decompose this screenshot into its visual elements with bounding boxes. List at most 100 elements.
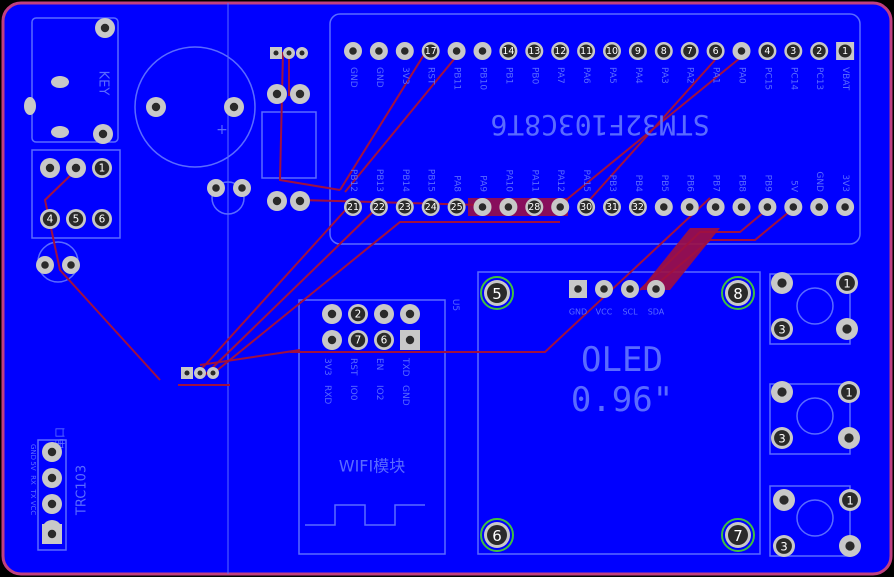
mount-drill <box>728 525 748 545</box>
pad-number: 12 <box>554 46 566 57</box>
mcu-top-pin: 1 <box>836 42 855 60</box>
ic-pin: 6 <box>92 209 112 229</box>
pad-hole <box>350 332 366 348</box>
pad-hole <box>779 495 789 505</box>
oled-pin <box>595 280 613 298</box>
button-pin <box>771 381 793 403</box>
pad-number: 23 <box>399 202 411 213</box>
pad-number: 3 <box>780 540 787 554</box>
pad-hole <box>605 200 619 214</box>
pad-number: 10 <box>606 46 618 57</box>
pad-hole <box>350 306 366 322</box>
pad-hole <box>151 102 161 112</box>
oled-title: OLED <box>581 340 663 380</box>
pad-number: 1 <box>842 46 848 57</box>
crystal-pin <box>267 84 287 104</box>
reset-header-pin <box>270 47 282 59</box>
pad-hole <box>94 160 110 176</box>
mcu-bottom-pin-label: PB7 <box>711 175 721 192</box>
ldo-pin <box>207 367 219 379</box>
mcu-bottom-pin <box>810 198 829 216</box>
mcu-top-pin <box>447 42 466 60</box>
mcu-top-pin-label: PC15 <box>762 67 772 90</box>
pad-hole <box>760 44 774 58</box>
pad-hole <box>452 47 461 55</box>
mcu-top-pin-label: PC13 <box>814 67 824 90</box>
oled-size: 0.96" <box>571 380 673 420</box>
ic-pin-1: 1 <box>92 158 112 178</box>
mcu-bottom-pin-label: PB12 <box>348 169 358 192</box>
mcu-top-pin-label: PA2 <box>685 67 695 84</box>
serial-outline <box>37 439 67 551</box>
mcu-top-pin: 7 <box>680 42 699 60</box>
pad-hole <box>605 44 619 58</box>
buzzer-pin <box>146 97 166 117</box>
mcu-top-pin-label: GND <box>374 67 384 88</box>
mount-hole: 8 <box>721 276 755 310</box>
pad-number: 28 <box>528 202 540 213</box>
buzzer-outline <box>134 46 256 168</box>
pad-hole <box>631 44 645 58</box>
wifi-title: WIFI模块 <box>339 457 405 476</box>
mcu-bottom-pin-label: PB8 <box>737 175 747 193</box>
reset-header-pin <box>283 47 295 59</box>
mcu-top-pin-label: PB11 <box>452 67 462 90</box>
mcu-bottom-pin-label: PB4 <box>633 175 643 193</box>
pad-hole <box>376 332 392 348</box>
mount-ring <box>480 276 514 310</box>
pad-hole <box>844 433 854 443</box>
mcu-top-pin-label: GND <box>348 67 358 88</box>
serial-pin <box>42 494 62 514</box>
mcu-top-pin-label: PB10 <box>478 67 488 90</box>
buzzer-pin <box>224 97 244 117</box>
mcu-bottom-pin: 21 <box>344 198 362 216</box>
mcu-bottom-pin: 24 <box>421 198 440 216</box>
oled-pin-label: VCC <box>596 308 613 317</box>
mcu-top-pin-label: PB0 <box>529 67 539 85</box>
pad-number: 11 <box>580 46 592 57</box>
pad-hole <box>501 44 515 58</box>
pad-hole <box>839 275 855 291</box>
mcu-top-pin: 17 <box>421 42 440 60</box>
pad-hole <box>574 285 582 293</box>
copper-trace <box>344 51 461 193</box>
pad-hole <box>100 23 110 33</box>
ic-pin: 4 <box>40 209 60 229</box>
mcu-bottom-pin-label: PA10 <box>503 170 513 193</box>
mcu-module: GNDPB12GNDPB133V3PB14RSTPB15PB11PA8PB10P… <box>348 67 850 193</box>
pad-hole <box>405 309 415 319</box>
pad-hole <box>709 44 723 58</box>
pad-hole <box>295 196 305 206</box>
pad-hole <box>683 44 697 58</box>
mcu-top-pin-label: PA7 <box>555 67 565 84</box>
oled-pin <box>569 280 587 298</box>
mcu-top-pin-label: 3V3 <box>400 67 410 85</box>
mount-ring <box>721 276 755 310</box>
mcu-bottom-pin <box>654 198 673 216</box>
mcu-top-pin <box>732 42 751 60</box>
oled-outline <box>477 271 761 555</box>
mcu-outline <box>329 13 861 245</box>
crystal-outline <box>261 111 317 179</box>
mcu-top-pin: 4 <box>758 42 777 60</box>
pad-hole <box>652 285 660 293</box>
pad-hole <box>711 203 720 211</box>
oled-pin <box>647 280 665 298</box>
mount-hole: 5 <box>480 276 514 310</box>
pad-hole <box>47 499 57 509</box>
serial-pin-1 <box>42 524 62 544</box>
pad-number: 21 <box>347 202 359 213</box>
mcu-bottom-pin-label: 5V <box>788 180 798 193</box>
pad-number: 14 <box>502 46 514 57</box>
pad-number: 6 <box>713 46 719 57</box>
pad-hole <box>600 285 608 293</box>
wifi-pin-label: RST <box>348 358 358 376</box>
mcu-bottom-pin: 22 <box>369 198 388 216</box>
copper-trace <box>43 169 161 381</box>
pad-number: 2 <box>355 309 362 321</box>
button-cap-outline <box>796 287 834 325</box>
pad-number: 1 <box>846 494 853 508</box>
pad-number: 6 <box>381 335 388 347</box>
wifi-pin: 6 <box>374 330 394 350</box>
